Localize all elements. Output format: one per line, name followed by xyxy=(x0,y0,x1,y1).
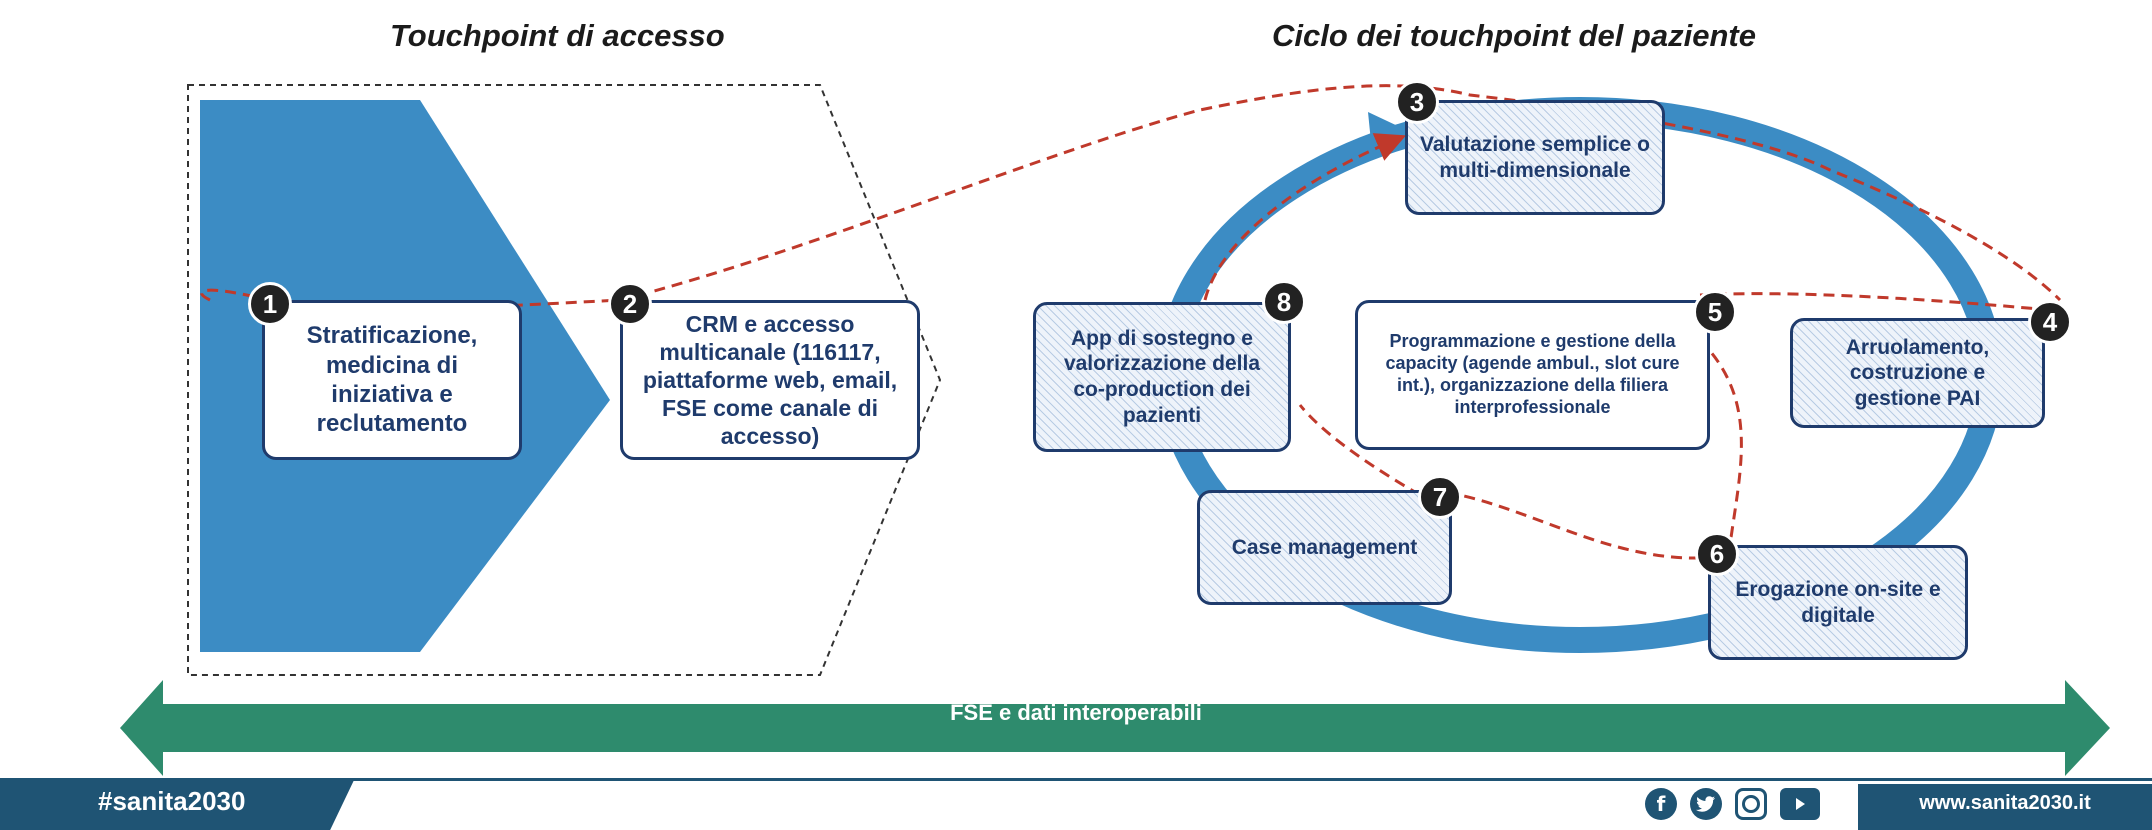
step-3-badge: 3 xyxy=(1395,80,1439,124)
footer-divider xyxy=(0,778,2152,781)
hashtag-text: #sanita2030 xyxy=(98,786,246,816)
step-8-text: App di sostegno e valorizzazione della c… xyxy=(1063,326,1261,427)
step-1-badge: 1 xyxy=(248,282,292,326)
website-link[interactable]: www.sanita2030.it xyxy=(1919,792,2091,814)
step-3-box: Valutazione semplice o multi-dimensional… xyxy=(1405,100,1665,215)
hashtag-banner xyxy=(0,778,355,830)
step-8-badge: 8 xyxy=(1262,280,1306,324)
title-touchpoint-accesso: Touchpoint di accesso xyxy=(390,18,725,53)
step-6-box: Erogazione on-site e digitale xyxy=(1708,545,1968,660)
footer: #sanita2030 f www.sanita2030.it xyxy=(0,778,2152,830)
step-1-box: Stratificazione, medicina di iniziativa … xyxy=(262,300,522,460)
step-5-badge: 5 xyxy=(1693,290,1737,334)
step-3-text: Valutazione semplice o multi-dimensional… xyxy=(1420,132,1650,182)
step-2-text: CRM e accesso multicanale (116117, piatt… xyxy=(642,310,898,450)
fse-arrow-bar xyxy=(120,680,2110,776)
step-7-text: Case management xyxy=(1231,535,1418,559)
step-4-text: Arruolamento, costruzione e gestione PAI xyxy=(1845,335,1990,410)
title-ciclo-touchpoint: Ciclo dei touchpoint del paziente xyxy=(1272,18,1756,53)
step-4-badge: 4 xyxy=(2028,300,2072,344)
fse-label: FSE e dati interoperabili xyxy=(950,700,1202,725)
patient-path-dashed xyxy=(200,84,2062,310)
website-banner xyxy=(1858,784,2152,830)
step-7-badge: 7 xyxy=(1418,475,1462,519)
step-5-text: Programmazione e gestione della capacity… xyxy=(1385,331,1680,417)
instagram-icon[interactable] xyxy=(1735,788,1767,820)
step-6-text: Erogazione on-site e digitale xyxy=(1735,577,1941,627)
step-5-box: Programmazione e gestione della capacity… xyxy=(1355,300,1710,450)
step-6-badge: 6 xyxy=(1695,532,1739,576)
facebook-icon[interactable]: f xyxy=(1645,788,1677,820)
youtube-icon[interactable] xyxy=(1780,788,1820,820)
step-2-box: CRM e accesso multicanale (116117, piatt… xyxy=(620,300,920,460)
step-8-box: App di sostegno e valorizzazione della c… xyxy=(1033,302,1291,452)
step-7-box: Case management xyxy=(1197,490,1452,605)
twitter-icon[interactable] xyxy=(1690,788,1722,820)
step-1-text: Stratificazione, medicina di iniziativa … xyxy=(306,322,478,438)
step-4-box: Arruolamento, costruzione e gestione PAI xyxy=(1790,318,2045,428)
step-2-badge: 2 xyxy=(608,282,652,326)
